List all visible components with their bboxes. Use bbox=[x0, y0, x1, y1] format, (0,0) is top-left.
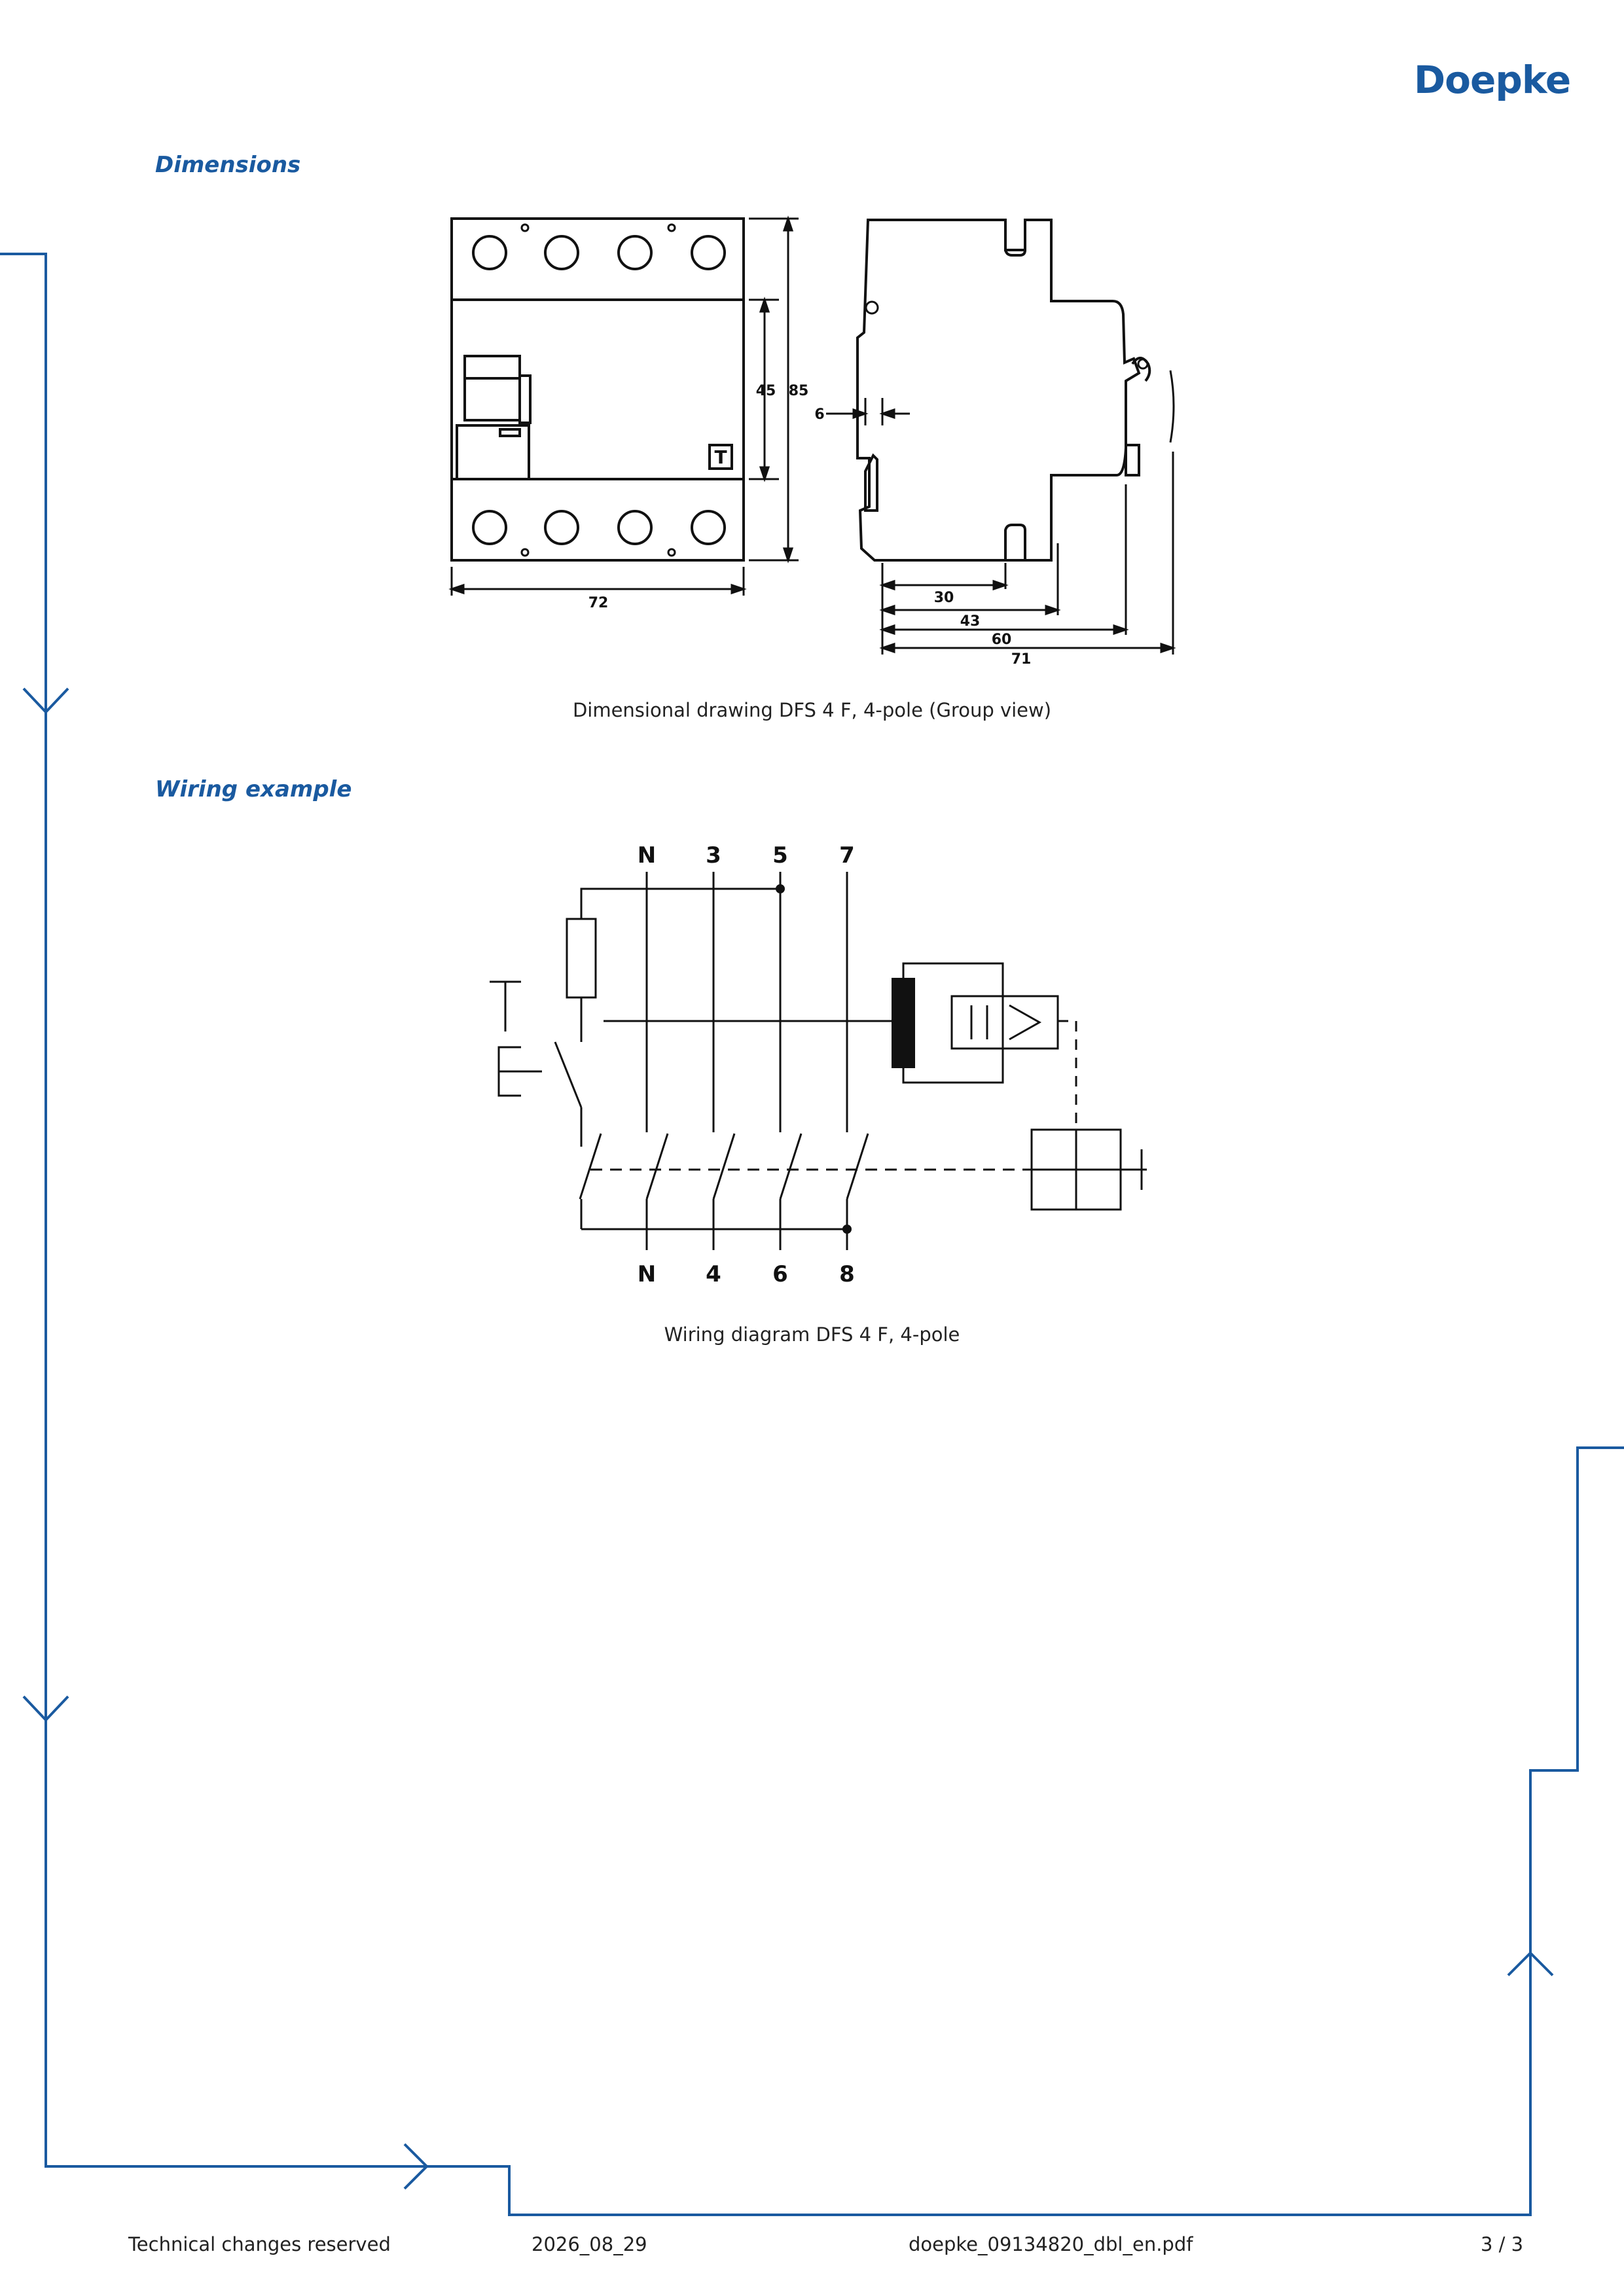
dim-60: 60 bbox=[992, 632, 1012, 648]
dim-45: 45 bbox=[756, 383, 776, 399]
dim-71: 71 bbox=[1011, 651, 1032, 668]
dim-72: 72 bbox=[588, 595, 609, 611]
test-button-label: T bbox=[714, 446, 727, 468]
terminal-top-5: 5 bbox=[772, 842, 788, 869]
wiring-heading: Wiring example bbox=[155, 776, 352, 802]
dim-6: 6 bbox=[814, 406, 824, 423]
dim-30: 30 bbox=[934, 590, 954, 606]
summation-transformer bbox=[892, 978, 915, 1068]
doepke-logo: Doepke bbox=[1414, 58, 1571, 102]
terminal-bottom-8: 8 bbox=[839, 1261, 855, 1287]
terminal-bottom-n: N bbox=[638, 1261, 656, 1287]
footer-date: 2026_08_29 bbox=[532, 2233, 647, 2255]
dimensions-heading: Dimensions bbox=[155, 152, 301, 178]
dim-85: 85 bbox=[789, 383, 809, 399]
wiring-diagram-caption: Wiring diagram DFS 4 F, 4-pole bbox=[664, 1323, 960, 1346]
dim-43: 43 bbox=[960, 613, 981, 630]
front-view-outline bbox=[450, 217, 745, 562]
terminal-bottom-4: 4 bbox=[706, 1261, 721, 1287]
wiring-diagram: N 3 5 7 bbox=[490, 842, 1147, 1287]
terminal-bottom-6: 6 bbox=[772, 1261, 788, 1287]
terminal-top-3: 3 bbox=[706, 842, 721, 869]
side-view-outline bbox=[856, 219, 1175, 562]
dimensional-drawing-caption: Dimensional drawing DFS 4 F, 4-pole (Gro… bbox=[572, 699, 1052, 721]
terminal-top-7: 7 bbox=[839, 842, 855, 869]
terminal-top-n: N bbox=[638, 842, 656, 869]
footer-filename: doepke_09134820_dbl_en.pdf bbox=[909, 2233, 1193, 2255]
footer-page-number: 3 / 3 bbox=[1481, 2233, 1524, 2255]
dimensional-drawing: T 45 85 72 6 bbox=[448, 215, 1176, 668]
footer-note: Technical changes reserved bbox=[128, 2233, 391, 2255]
